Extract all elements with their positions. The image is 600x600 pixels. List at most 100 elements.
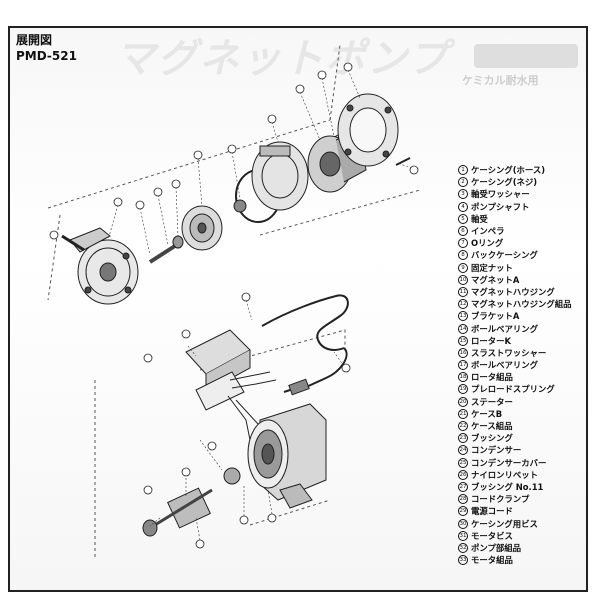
- part-number-badge: 1: [458, 165, 468, 176]
- part-number-badge: 14: [458, 323, 468, 334]
- part-name: マグネットハウジング組品: [471, 299, 572, 310]
- part-name: コンデンサー: [471, 445, 522, 456]
- part-name: ポンプ部組品: [471, 542, 521, 553]
- part-name: ナイロンリベット: [471, 469, 538, 480]
- watermark-text: マグネットポンプ: [115, 36, 450, 82]
- part-number-badge: 29: [458, 506, 468, 517]
- part-number-badge: 20: [458, 396, 468, 407]
- part-number-badge: 17: [458, 360, 468, 371]
- part-number-badge: 31: [458, 530, 468, 541]
- part-number-badge: 32: [458, 542, 468, 553]
- part-name: マグネットハウジング: [471, 286, 555, 297]
- motor-case-part: [247, 403, 327, 509]
- part-number-badge: 5: [458, 213, 468, 224]
- subtitle-text: ケミカル耐水用: [462, 74, 539, 87]
- capacitor-part: [185, 329, 251, 411]
- part-name: 軸受ワッシャー: [471, 189, 530, 200]
- part-number-badge: 30: [458, 518, 468, 529]
- part-number-badge: 4: [458, 201, 468, 212]
- part-name: ステーター: [471, 396, 513, 407]
- part-name: マグネットA: [471, 274, 520, 285]
- part-name: ブッシング: [471, 433, 513, 444]
- part-number-badge: 16: [458, 347, 468, 358]
- part-number-badge: 10: [458, 274, 468, 285]
- bracket-part: [337, 93, 411, 167]
- part-name: バックケーシング: [471, 250, 538, 261]
- part-name: ブッシング No.11: [471, 481, 544, 492]
- part-number-badge: 6: [458, 226, 468, 237]
- part-name: ケース組品: [471, 421, 513, 432]
- part-name: コンデンサーカバー: [471, 457, 547, 468]
- pump-casing-part: [61, 227, 139, 305]
- part-number-badge: 19: [458, 384, 468, 395]
- part-number-badge: 2: [458, 177, 468, 188]
- part-name: 軸受: [471, 213, 488, 224]
- part-name: ケースB: [471, 408, 503, 419]
- part-number-badge: 25: [458, 457, 468, 468]
- part-number-badge: 11: [458, 286, 468, 297]
- part-number-badge: 24: [458, 445, 468, 456]
- part-name: コードクランプ: [471, 494, 530, 505]
- part-name: ブラケットA: [471, 311, 520, 322]
- part-number-badge: 12: [458, 299, 468, 310]
- part-name: 電源コード: [471, 506, 513, 517]
- back-casing-part: [251, 141, 309, 211]
- part-name: モータビス: [471, 530, 513, 541]
- part-number-badge: 33: [458, 555, 468, 566]
- document-title: 展開図: [16, 33, 53, 47]
- part-name: 固定ナット: [471, 262, 513, 273]
- part-name: ローターK: [471, 335, 511, 346]
- part-number-badge: 27: [458, 481, 468, 492]
- part-name: ケーシング(ネジ): [471, 177, 538, 188]
- part-name: ケーシング用ビス: [471, 518, 538, 529]
- part-number-badge: 7: [458, 238, 468, 249]
- part-number-badge: 26: [458, 469, 468, 480]
- rotor-part: [142, 467, 241, 537]
- part-name: ポンプシャフト: [471, 201, 530, 212]
- part-number-badge: 22: [458, 421, 468, 432]
- part-number-badge: 21: [458, 408, 468, 419]
- part-name: インペラ: [471, 226, 505, 237]
- shaft-parts: [148, 205, 223, 264]
- part-name: ロータ組品: [471, 372, 513, 383]
- part-number-badge: 13: [458, 311, 468, 322]
- callout-leaders: [107, 69, 413, 541]
- pump-section-outline: [47, 44, 421, 301]
- part-name: ボールベアリング: [471, 360, 538, 371]
- model-number: PMD-521: [16, 49, 77, 63]
- power-cord-part: [261, 294, 349, 396]
- part-number-badge: 15: [458, 335, 468, 346]
- part-name: スラストワッシャー: [471, 347, 547, 358]
- part-name: ケーシング(ホース): [471, 165, 546, 176]
